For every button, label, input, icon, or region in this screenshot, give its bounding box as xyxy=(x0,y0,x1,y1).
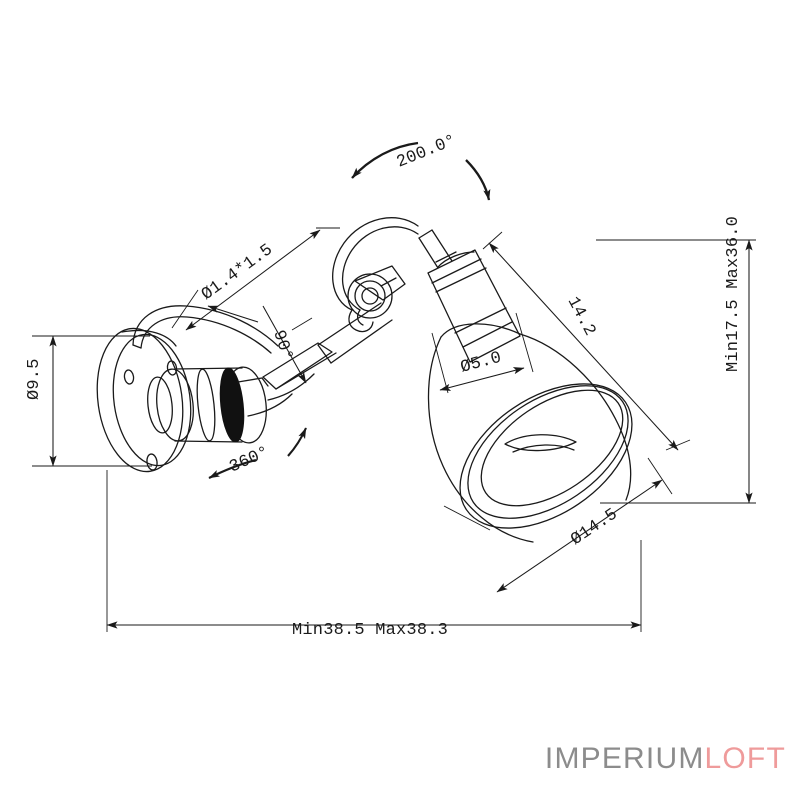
label-overall-width: Min38.5 Max38.3 xyxy=(292,621,448,640)
loop-handle xyxy=(332,217,419,333)
wall-backplate xyxy=(96,327,192,473)
watermark-primary: IMPERIUM xyxy=(544,742,705,775)
dim-arm-length xyxy=(482,231,691,451)
cable-neck xyxy=(418,229,457,269)
dim-shade-diameter xyxy=(443,457,673,593)
lamp-shade xyxy=(427,323,633,543)
label-joint-angle: 90° xyxy=(268,328,296,364)
label-angle-top: 200.0° xyxy=(394,132,459,173)
watermark-logo: IMPERIUMLOFT xyxy=(545,742,786,776)
label-rotation-angle: 360° xyxy=(227,443,273,477)
socket-body xyxy=(427,249,521,363)
lower-arm xyxy=(237,342,337,417)
arc-360-degrees xyxy=(208,427,307,479)
angle-arrows xyxy=(208,141,491,479)
label-arm-thread: Ø1.4*1.5 xyxy=(198,241,276,305)
rear-hoop-bracket xyxy=(132,305,279,354)
arc-200-degrees xyxy=(351,141,491,201)
lamp-illustration xyxy=(96,217,633,543)
label-backplate-diameter: Ø9.5 xyxy=(25,358,44,400)
pivot-knuckle xyxy=(347,265,406,319)
label-overall-height: Min17.5 Max36.0 xyxy=(724,216,743,372)
leader-arrow-arm xyxy=(207,305,259,323)
dimension-lines xyxy=(32,227,756,632)
dim-arm-thread xyxy=(171,227,340,331)
label-arm-length: 14.2 xyxy=(563,294,599,340)
watermark-secondary: LOFT xyxy=(704,742,786,775)
dim-joint-angle xyxy=(262,305,313,384)
label-shade-diameter: Ø14.5 xyxy=(568,505,622,550)
dim-socket-diameter xyxy=(431,312,534,394)
rotation-joint xyxy=(147,366,267,444)
dimension-labels: 200.0° Ø1.4*1.5 90° 360° 14.2 Ø5.0 Ø14.5… xyxy=(25,132,743,640)
dim-backplate-diameter xyxy=(32,335,152,467)
